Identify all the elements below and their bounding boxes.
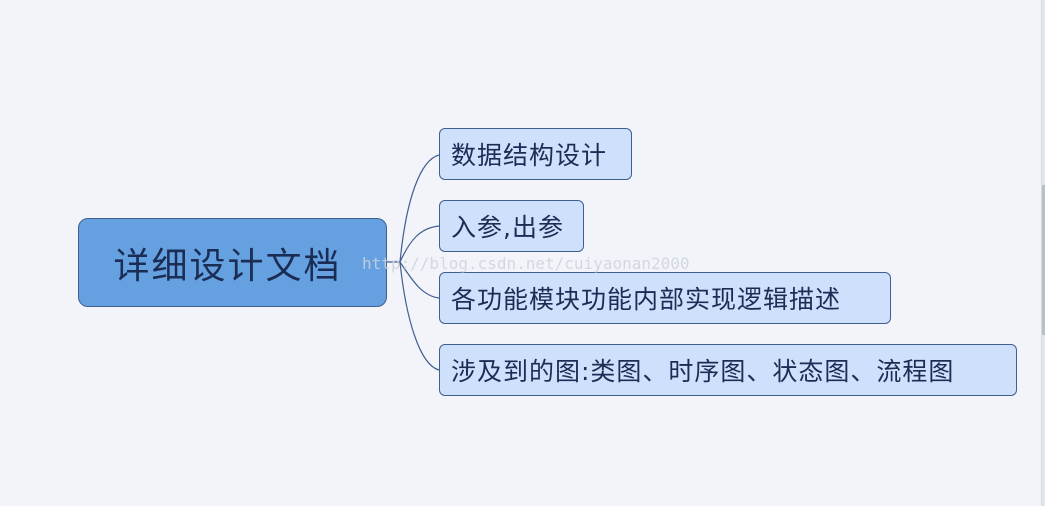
child-node-label: 数据结构设计: [451, 141, 608, 170]
root-node-label: 详细设计文档: [113, 245, 342, 287]
child-node-input-output-params[interactable]: 入参,出参: [439, 200, 584, 252]
child-node-module-logic-description[interactable]: 各功能模块功能内部实现逻辑描述: [439, 272, 891, 324]
connector-root-to-node-1: [387, 154, 440, 263]
child-node-data-structure-design[interactable]: 数据结构设计: [439, 128, 632, 180]
connector-root-to-node-3: [399, 261, 440, 299]
child-node-label: 涉及到的图:类图、时序图、状态图、流程图: [451, 357, 955, 386]
root-node[interactable]: 详细设计文档: [78, 218, 387, 307]
connector-root-to-node-2: [399, 225, 440, 263]
right-edge-scrollbar-thumb[interactable]: [1042, 185, 1045, 335]
connector-root-to-node-4: [399, 261, 440, 371]
child-node-related-diagrams[interactable]: 涉及到的图:类图、时序图、状态图、流程图: [439, 344, 1017, 396]
child-node-label: 入参,出参: [451, 213, 564, 242]
child-node-label: 各功能模块功能内部实现逻辑描述: [451, 285, 842, 314]
